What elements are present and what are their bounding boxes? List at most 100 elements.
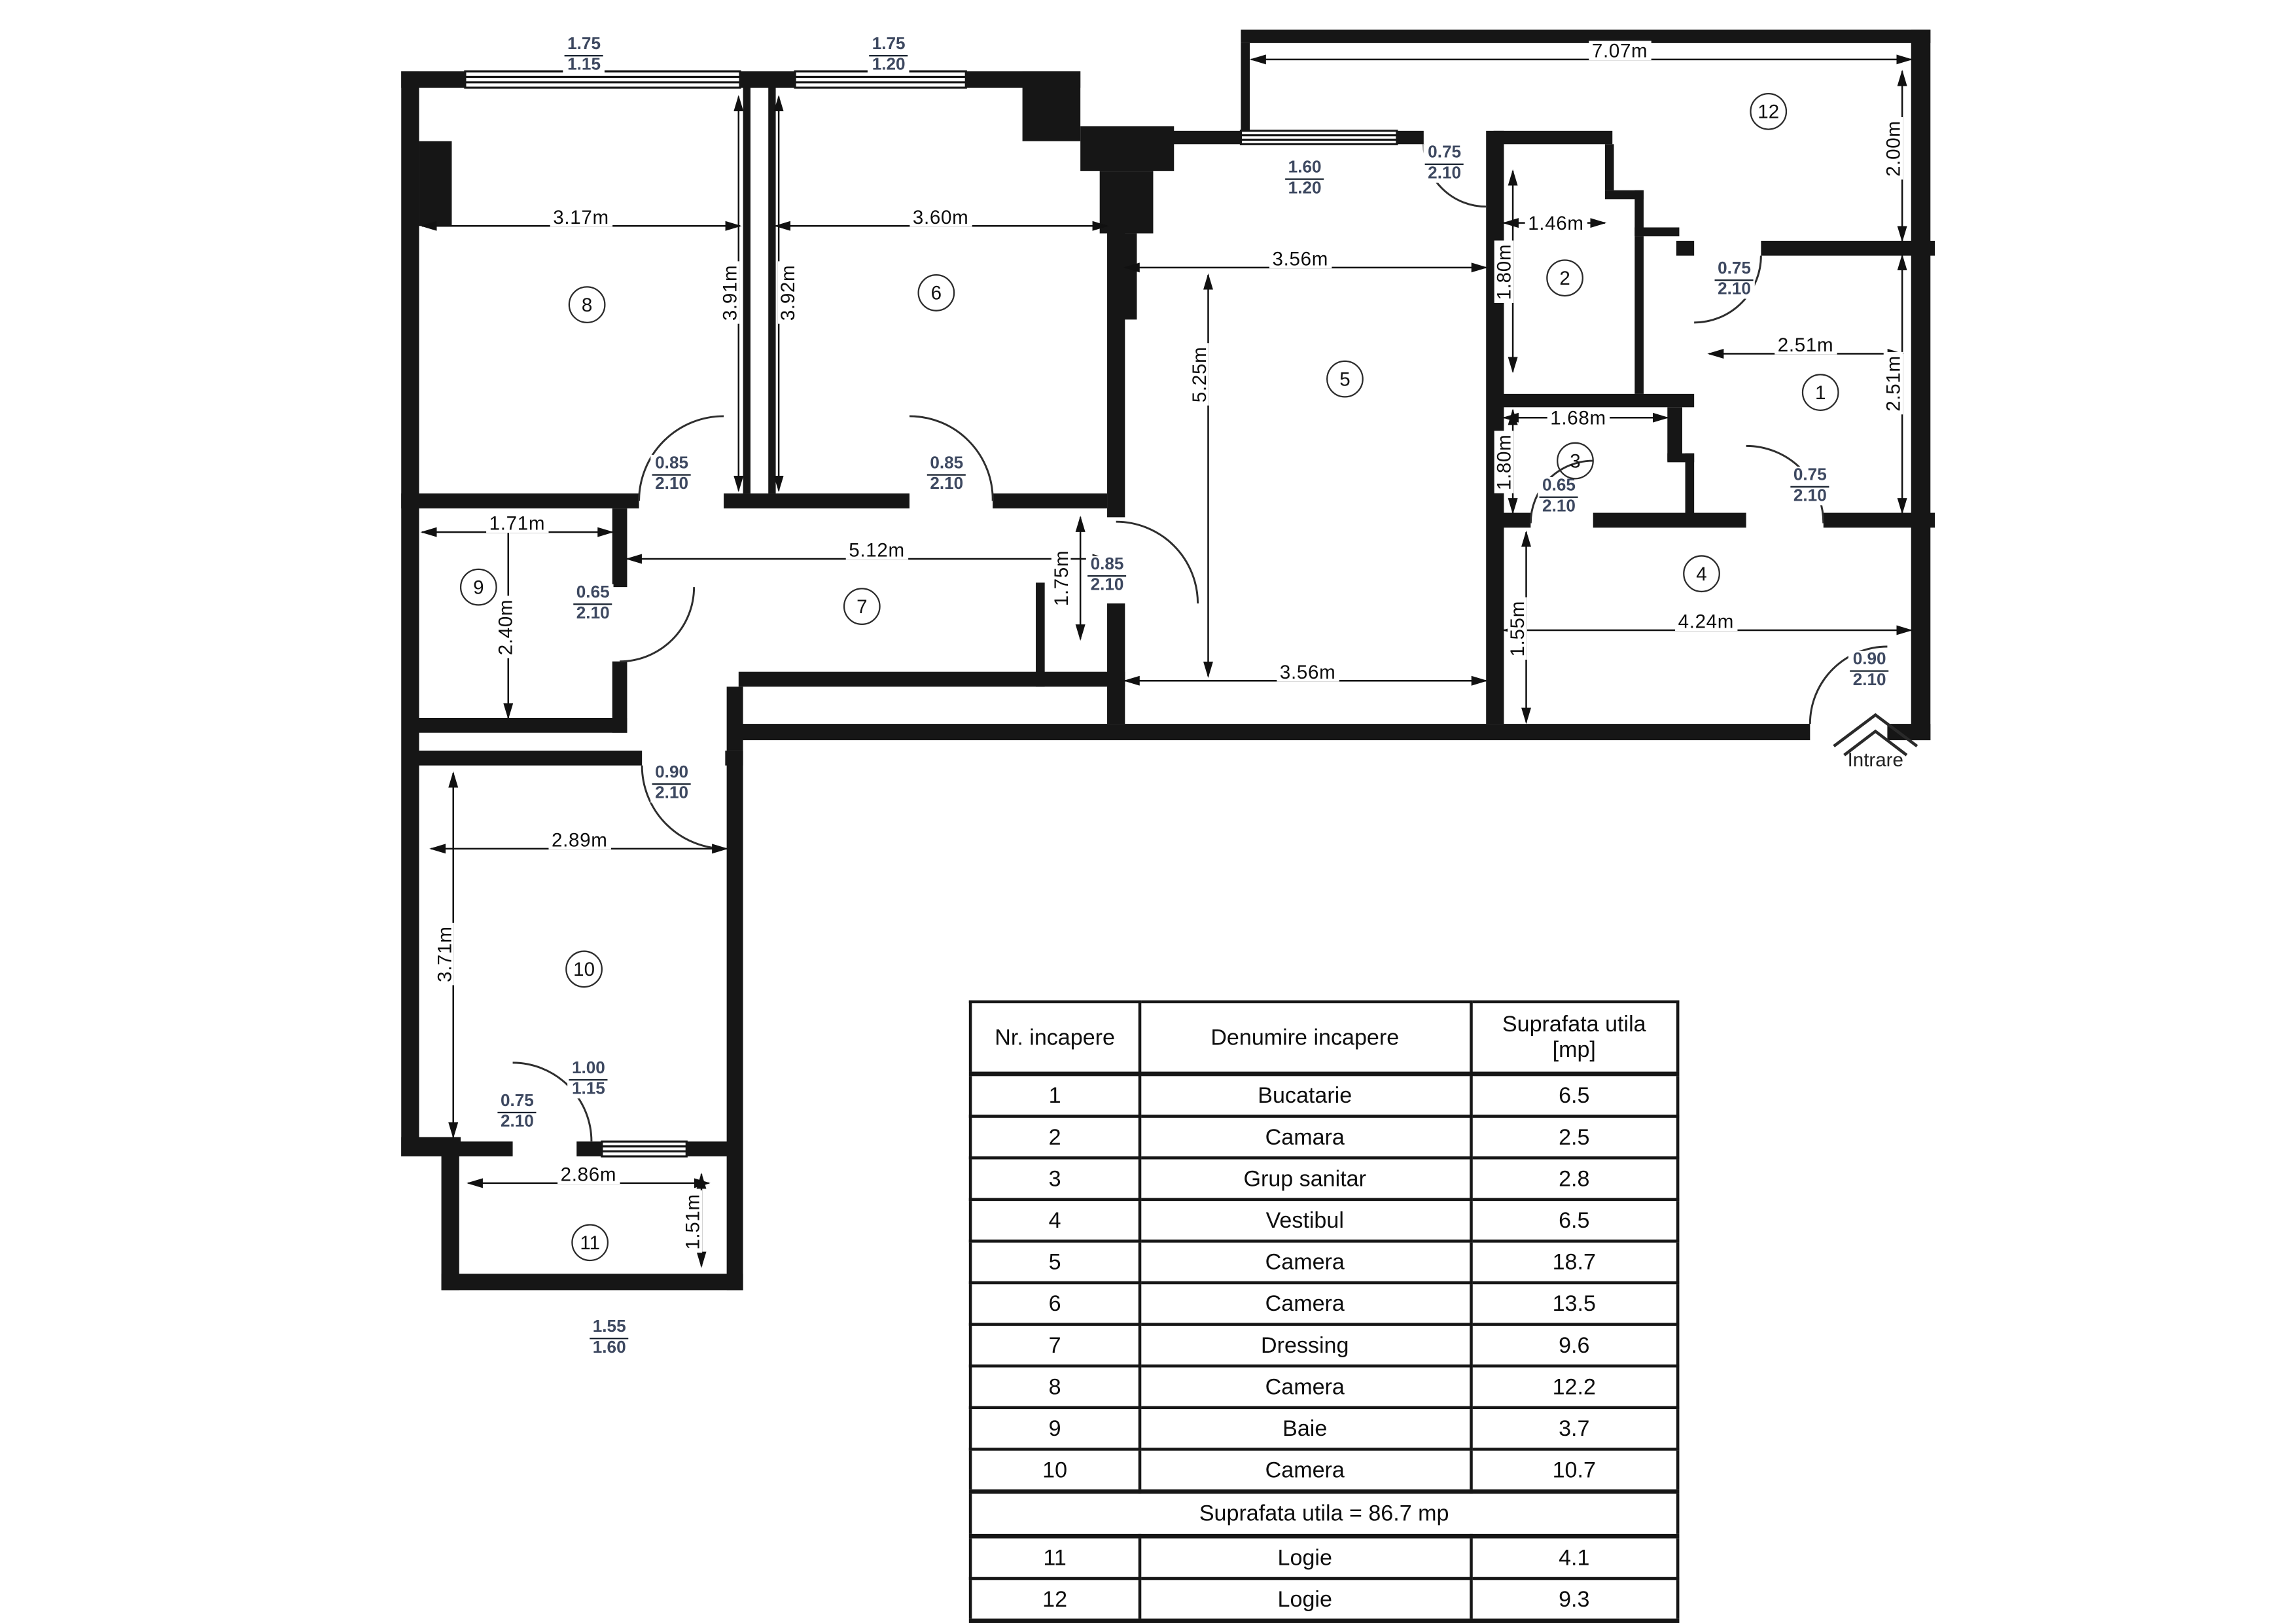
dim-label: 3.92m — [777, 262, 799, 324]
dim-label: 2.40m — [494, 596, 516, 658]
door-arc-room6 — [909, 415, 994, 501]
dim-label: 1.68m — [1547, 408, 1610, 427]
room-number-2: 2 — [1546, 259, 1583, 297]
door-arc-room8 — [638, 415, 724, 501]
dim-label: 2.89m — [548, 830, 611, 849]
dim-label: 5.12m — [845, 540, 908, 560]
room-number-10: 10 — [565, 950, 603, 988]
dim-label: 2.86m — [557, 1164, 620, 1184]
dim-label: 1.55m — [1506, 597, 1528, 660]
table-cell: 9.6 — [1469, 1323, 1680, 1368]
dim-label: 3.56m — [1269, 249, 1332, 268]
room-number-11: 11 — [571, 1224, 609, 1262]
dim-label: 1.80m — [1492, 241, 1515, 303]
dim-label: 4.24m — [1675, 611, 1737, 632]
table-cell: Logie — [1137, 1577, 1472, 1622]
room-number-9: 9 — [459, 568, 497, 606]
dim-label: 2.51m — [1775, 335, 1837, 355]
room-number-8: 8 — [568, 286, 606, 323]
total-cell: Suprafata Totala = 100.1 mp — [968, 1618, 1680, 1623]
dim-label: 3.17m — [550, 207, 612, 227]
dim-label: 1.75m — [1050, 547, 1072, 609]
areas-table-total: Suprafata Totala = 100.1 mp — [968, 1618, 1680, 1623]
table-cell: 10 — [968, 1448, 1141, 1493]
table-cell: 18.7 — [1469, 1240, 1680, 1285]
areas-table: Nr. incapere Denumire incapere Suprafata… — [968, 1000, 1680, 1623]
table-cell: 13.5 — [1469, 1281, 1680, 1326]
subtotal-cell: Suprafata utila = 86.7 mp — [968, 1489, 1680, 1539]
table-cell: 4.1 — [1469, 1535, 1680, 1580]
dim-label: 3.71m — [433, 923, 455, 986]
table-cell: 8 — [968, 1364, 1141, 1410]
table-cell: 9 — [968, 1406, 1141, 1451]
dim-label: 3.60m — [910, 207, 972, 227]
table-cell: Baie — [1137, 1406, 1472, 1451]
dim-label: 7.07m — [1589, 41, 1651, 60]
dim-label: 2.51m — [1882, 352, 1905, 415]
header-denumire: Denumire incapere — [1137, 1000, 1472, 1076]
dim-label: 1.51m — [681, 1190, 703, 1253]
room-number-4: 4 — [1683, 555, 1720, 593]
door-arc-room1-top — [1694, 255, 1762, 324]
table-cell: Logie — [1137, 1535, 1472, 1580]
room-number-3: 3 — [1557, 442, 1594, 480]
table-cell: 6.5 — [1469, 1072, 1680, 1118]
table-cell: 12.2 — [1469, 1364, 1680, 1410]
window-room11 — [601, 1140, 688, 1158]
dim-label: 2.00m — [1882, 117, 1905, 180]
header-suprafata: Suprafata utila [mp] — [1469, 1000, 1680, 1076]
room-number-5: 5 — [1326, 360, 1364, 398]
table-cell: 11 — [968, 1535, 1141, 1580]
entrance-label: Intrare — [1847, 748, 1903, 771]
table-cell: 5 — [968, 1240, 1141, 1285]
header-nr-incapere: Nr. incapere — [968, 1000, 1141, 1076]
table-cell: 6 — [968, 1281, 1141, 1326]
table-cell: Grup sanitar — [1137, 1156, 1472, 1202]
table-cell: 6.5 — [1469, 1198, 1680, 1243]
dim-label: 3.91m — [718, 262, 741, 324]
table-cell: Camera — [1137, 1448, 1472, 1493]
table-cell: 1 — [968, 1072, 1141, 1118]
door-arc-room5-corridor — [1116, 520, 1199, 604]
table-cell: Camera — [1137, 1364, 1472, 1410]
table-cell: 3.7 — [1469, 1406, 1680, 1451]
room-number-12: 12 — [1750, 92, 1788, 130]
table-cell: Dressing — [1137, 1323, 1472, 1368]
header-suprafata-line2: [mp] — [1552, 1037, 1596, 1063]
door-arc-entrance — [1809, 645, 1888, 724]
table-cell: 3 — [968, 1156, 1141, 1202]
table-cell: 10.7 — [1469, 1448, 1680, 1493]
table-cell: 12 — [968, 1577, 1141, 1622]
dim-label: 5.25m — [1188, 344, 1210, 406]
windows-group — [464, 70, 1398, 1158]
table-cell: Bucatarie — [1137, 1072, 1472, 1118]
areas-table-subtotal: Suprafata utila = 86.7 mp — [968, 1489, 1680, 1539]
